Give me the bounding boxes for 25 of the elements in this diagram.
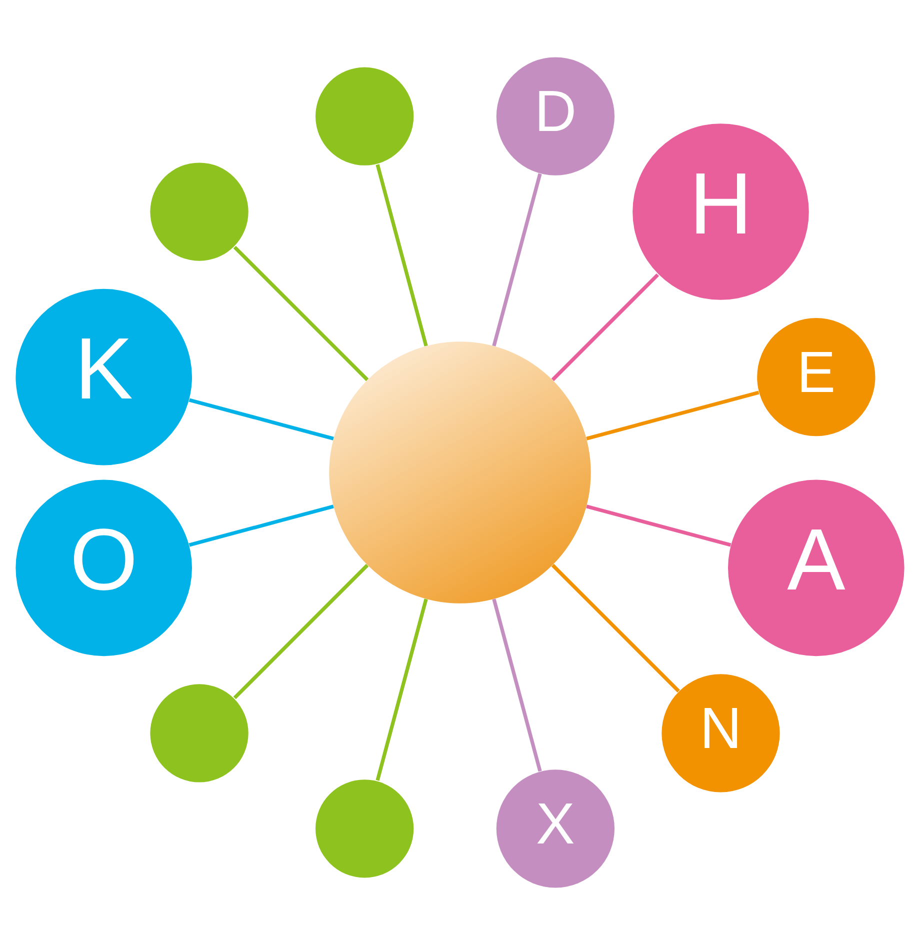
- connector: [376, 598, 428, 780]
- connector: [188, 504, 334, 546]
- connector: [233, 245, 369, 381]
- node-circle: [316, 66, 414, 165]
- node-circle: D: [496, 56, 615, 175]
- connector: [188, 398, 334, 440]
- connector: [233, 563, 369, 699]
- node-circle: E: [757, 317, 876, 436]
- node-circle: X: [496, 769, 615, 888]
- node-circle: [150, 162, 248, 260]
- connector: [586, 390, 760, 440]
- node-circle: A: [728, 479, 904, 656]
- node-circle: N: [662, 674, 780, 792]
- connector: [551, 272, 660, 381]
- connector: [551, 563, 680, 692]
- connector: [376, 164, 428, 346]
- node-circle: O: [16, 479, 192, 656]
- node-circle: [150, 684, 248, 782]
- node-circle: [329, 341, 591, 603]
- node-circle: H: [632, 123, 809, 300]
- node-circle: K: [16, 288, 192, 465]
- connector: [492, 172, 542, 346]
- node-circle: [316, 779, 414, 878]
- connector: [586, 504, 732, 546]
- connector: [492, 598, 542, 772]
